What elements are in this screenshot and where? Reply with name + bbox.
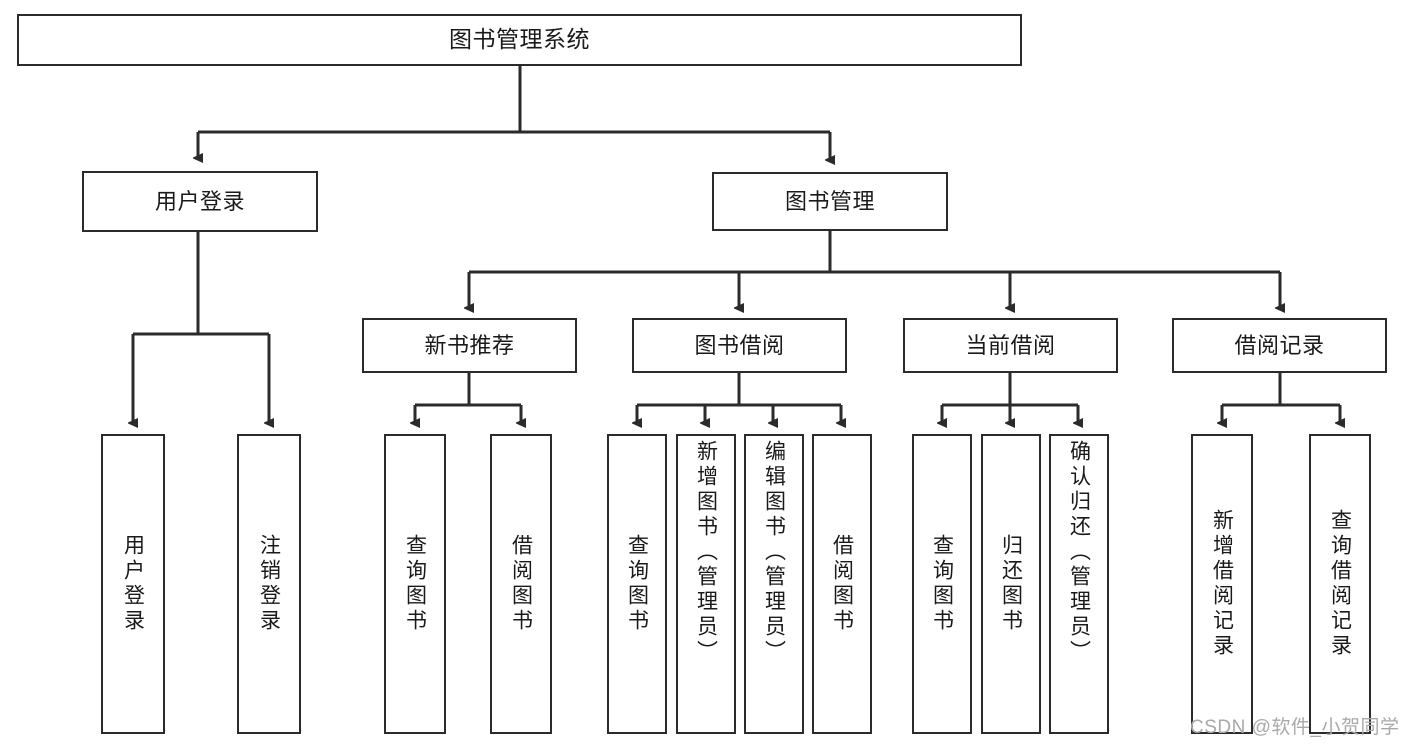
node-label: 借阅图书 (830, 534, 854, 634)
node-label: 借阅记录 (1234, 332, 1325, 358)
leaf-add-borrow-record[interactable]: 新增借阅记录 (1191, 434, 1253, 734)
node-label: 用户登录 (121, 534, 145, 634)
node-label: 查询图书 (930, 534, 954, 634)
leaf-borrow-book-recommend[interactable]: 借阅图书 (490, 434, 552, 734)
leaf-query-book-current[interactable]: 查询图书 (912, 434, 972, 734)
node-borrow-records[interactable]: 借阅记录 (1172, 318, 1387, 373)
node-label: 新书推荐 (424, 332, 515, 358)
node-label: 查询图书 (403, 534, 427, 634)
node-book-management-system[interactable]: 图书管理系统 (17, 14, 1022, 66)
watermark: CSDN @软件_小贺同学 (1190, 717, 1400, 738)
node-label: 用户登录 (154, 188, 245, 214)
node-label: 注销登录 (257, 534, 281, 634)
leaf-logout[interactable]: 注销登录 (237, 434, 301, 734)
node-label: 新增借阅记录 (1210, 509, 1234, 659)
leaf-return-book[interactable]: 归还图书 (981, 434, 1041, 734)
node-current-borrow[interactable]: 当前借阅 (903, 318, 1118, 373)
node-label: 新增图书（管理员） (694, 440, 718, 665)
node-label: 查询借阅记录 (1328, 509, 1352, 659)
node-book-borrow[interactable]: 图书借阅 (632, 318, 847, 373)
node-label: 图书管理系统 (449, 26, 590, 53)
leaf-query-borrow-record[interactable]: 查询借阅记录 (1309, 434, 1371, 734)
node-label: 查询图书 (625, 534, 649, 634)
leaf-query-book-borrow[interactable]: 查询图书 (607, 434, 667, 734)
node-book-management[interactable]: 图书管理 (712, 172, 948, 231)
leaf-confirm-return-admin[interactable]: 确认归还（管理员） (1049, 434, 1109, 734)
node-label: 借阅图书 (509, 534, 533, 634)
node-new-book-recommend[interactable]: 新书推荐 (362, 318, 577, 373)
node-label: 归还图书 (999, 534, 1023, 634)
node-label: 图书管理 (784, 188, 875, 214)
leaf-add-book-admin[interactable]: 新增图书（管理员） (676, 434, 736, 734)
node-user-login[interactable]: 用户登录 (82, 171, 318, 232)
leaf-borrow-book[interactable]: 借阅图书 (812, 434, 872, 734)
leaf-edit-book-admin[interactable]: 编辑图书（管理员） (744, 434, 804, 734)
leaf-user-login[interactable]: 用户登录 (101, 434, 165, 734)
node-label: 编辑图书（管理员） (762, 440, 786, 665)
node-label: 当前借阅 (965, 332, 1056, 358)
leaf-query-book-recommend[interactable]: 查询图书 (384, 434, 446, 734)
node-label: 确认归还（管理员） (1067, 440, 1091, 665)
node-label: 图书借阅 (694, 332, 785, 358)
